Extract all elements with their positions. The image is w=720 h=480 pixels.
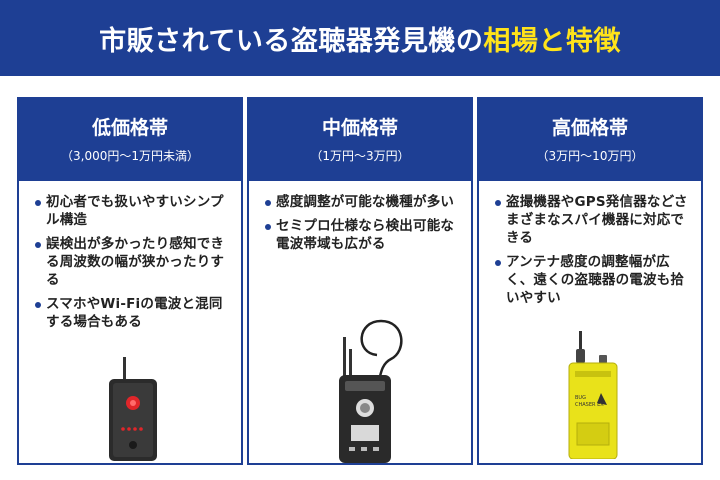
card-price-range: （1万円〜3万円） <box>310 149 410 163</box>
card-title: 中価格帯 <box>321 117 398 139</box>
page-title: 市販されている盗聴器発見機の相場と特徴 <box>99 19 621 58</box>
low-price-detector-image <box>109 357 157 461</box>
title-accent: 相場と特徴 <box>483 25 621 57</box>
header-banner: 市販されている盗聴器発見機の相場と特徴 <box>0 0 720 76</box>
card-title: 高価格帯 <box>551 117 628 139</box>
feature-list: 初心者でも扱いやすいシンプル構造 誤検出が多かったり感知できる周波数の幅が狭かっ… <box>19 181 241 331</box>
card-header: 低価格帯 （3,000円〜1万円未満） <box>19 99 241 181</box>
title-main: 市販されている盗聴器発見機の <box>99 25 484 57</box>
card-header: 中価格帯 （1万円〜3万円） <box>249 99 471 181</box>
feature-item: 初心者でも扱いやすいシンプル構造 <box>35 193 235 229</box>
feature-item: アンテナ感度の調整幅が広く、遠くの盗聴器の電波も拾いやすい <box>495 253 697 307</box>
card-price-range: （3,000円〜1万円未満） <box>61 149 199 163</box>
feature-list: 感度調整が可能な機種が多い セミプロ仕様なら検出可能な電波帯域も広がる <box>249 181 471 253</box>
feature-item: 感度調整が可能な機種が多い <box>265 193 463 211</box>
device-brand-label-2: CHASER EX <box>575 402 604 408</box>
mid-price-detector-image <box>339 319 403 463</box>
card-title: 低価格帯 <box>91 117 168 139</box>
card-price-range: （3万円〜10万円） <box>536 149 644 163</box>
card-mid-price: 中価格帯 （1万円〜3万円） 感度調整が可能な機種が多い セミプロ仕様なら検出可… <box>247 97 473 465</box>
feature-item: 誤検出が多かったり感知できる周波数の幅が狭かったりする <box>35 235 235 289</box>
card-high-price: 高価格帯 （3万円〜10万円） 盗撮機器やGPS発信器などさまざまなスパイ機器に… <box>477 97 703 465</box>
high-price-detector-image: BUG CHASER EX <box>568 331 618 459</box>
feature-item: セミプロ仕様なら検出可能な電波帯域も広がる <box>265 217 463 253</box>
feature-item: 盗撮機器やGPS発信器などさまざまなスパイ機器に対応できる <box>495 193 697 247</box>
card-low-price: 低価格帯 （3,000円〜1万円未満） 初心者でも扱いやすいシンプル構造 誤検出… <box>17 97 243 465</box>
card-header: 高価格帯 （3万円〜10万円） <box>479 99 701 181</box>
feature-item: スマホやWi-Fiの電波と混同する場合もある <box>35 295 235 331</box>
device-brand-label-1: BUG <box>575 395 586 401</box>
feature-list: 盗撮機器やGPS発信器などさまざまなスパイ機器に対応できる アンテナ感度の調整幅… <box>479 181 701 307</box>
